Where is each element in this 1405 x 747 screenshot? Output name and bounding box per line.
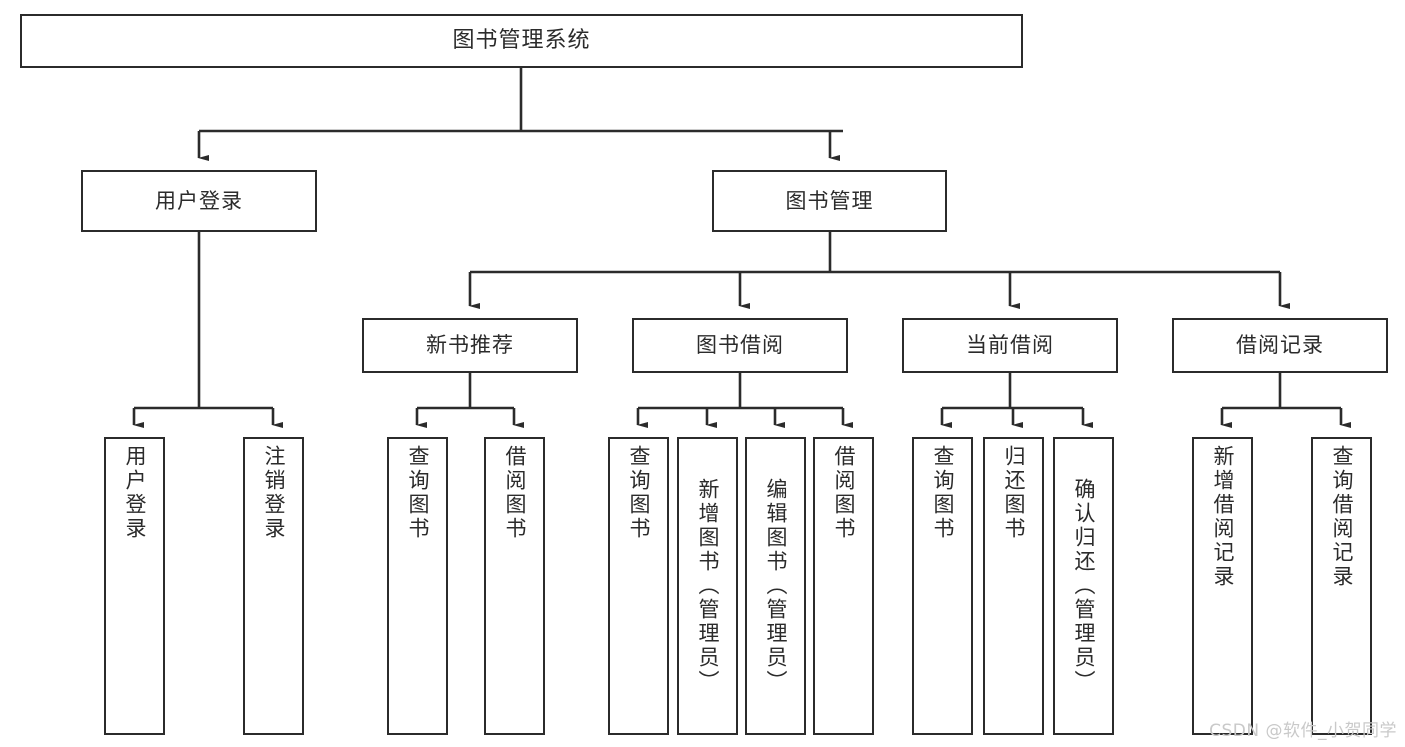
node-book-borrow[interactable]: 图书借阅 bbox=[632, 318, 848, 373]
node-leaf-borrow-book-1[interactable]: 借阅图书 bbox=[484, 437, 545, 735]
node-leaf-edit-book-label: 编辑图书（管理员） bbox=[764, 478, 788, 694]
node-leaf-query-record-label: 查询借阅记录 bbox=[1330, 445, 1354, 589]
node-leaf-query-book-1[interactable]: 查询图书 bbox=[387, 437, 448, 735]
node-leaf-query-book-1-label: 查询图书 bbox=[406, 445, 430, 541]
node-book-manage[interactable]: 图书管理 bbox=[712, 170, 947, 232]
node-leaf-confirm-return-label: 确认归还（管理员） bbox=[1072, 478, 1096, 694]
node-leaf-query-record[interactable]: 查询借阅记录 bbox=[1311, 437, 1372, 735]
node-leaf-query-book-3[interactable]: 查询图书 bbox=[912, 437, 973, 735]
node-leaf-query-book-2-label: 查询图书 bbox=[627, 445, 651, 541]
node-leaf-add-record[interactable]: 新增借阅记录 bbox=[1192, 437, 1253, 735]
node-root-label: 图书管理系统 bbox=[452, 28, 591, 54]
node-leaf-return-book-label: 归还图书 bbox=[1002, 445, 1026, 541]
node-leaf-query-book-3-label: 查询图书 bbox=[931, 445, 955, 541]
node-leaf-user-logout[interactable]: 注销登录 bbox=[243, 437, 304, 735]
node-current-borrow[interactable]: 当前借阅 bbox=[902, 318, 1118, 373]
node-current-borrow-label: 当前借阅 bbox=[966, 333, 1054, 358]
node-borrow-record-label: 借阅记录 bbox=[1236, 333, 1324, 358]
node-book-manage-label: 图书管理 bbox=[785, 188, 874, 213]
node-leaf-query-book-2[interactable]: 查询图书 bbox=[608, 437, 669, 735]
node-leaf-user-login[interactable]: 用户登录 bbox=[104, 437, 165, 735]
node-leaf-user-logout-label: 注销登录 bbox=[262, 445, 286, 541]
node-leaf-borrow-book-2[interactable]: 借阅图书 bbox=[813, 437, 874, 735]
node-new-book-recommend-label: 新书推荐 bbox=[426, 333, 514, 358]
node-book-borrow-label: 图书借阅 bbox=[696, 333, 784, 358]
node-leaf-add-record-label: 新增借阅记录 bbox=[1211, 445, 1235, 589]
node-leaf-add-book-label: 新增图书（管理员） bbox=[696, 478, 720, 694]
node-user-login[interactable]: 用户登录 bbox=[81, 170, 317, 232]
node-leaf-borrow-book-1-label: 借阅图书 bbox=[503, 445, 527, 541]
node-new-book-recommend[interactable]: 新书推荐 bbox=[362, 318, 578, 373]
node-leaf-edit-book[interactable]: 编辑图书（管理员） bbox=[745, 437, 806, 735]
node-leaf-confirm-return[interactable]: 确认归还（管理员） bbox=[1053, 437, 1114, 735]
node-root[interactable]: 图书管理系统 bbox=[20, 14, 1023, 68]
node-user-login-label: 用户登录 bbox=[155, 188, 243, 213]
node-leaf-borrow-book-2-label: 借阅图书 bbox=[832, 445, 856, 541]
node-leaf-add-book[interactable]: 新增图书（管理员） bbox=[677, 437, 738, 735]
node-borrow-record[interactable]: 借阅记录 bbox=[1172, 318, 1388, 373]
node-leaf-user-login-label: 用户登录 bbox=[123, 445, 147, 541]
node-leaf-return-book[interactable]: 归还图书 bbox=[983, 437, 1044, 735]
